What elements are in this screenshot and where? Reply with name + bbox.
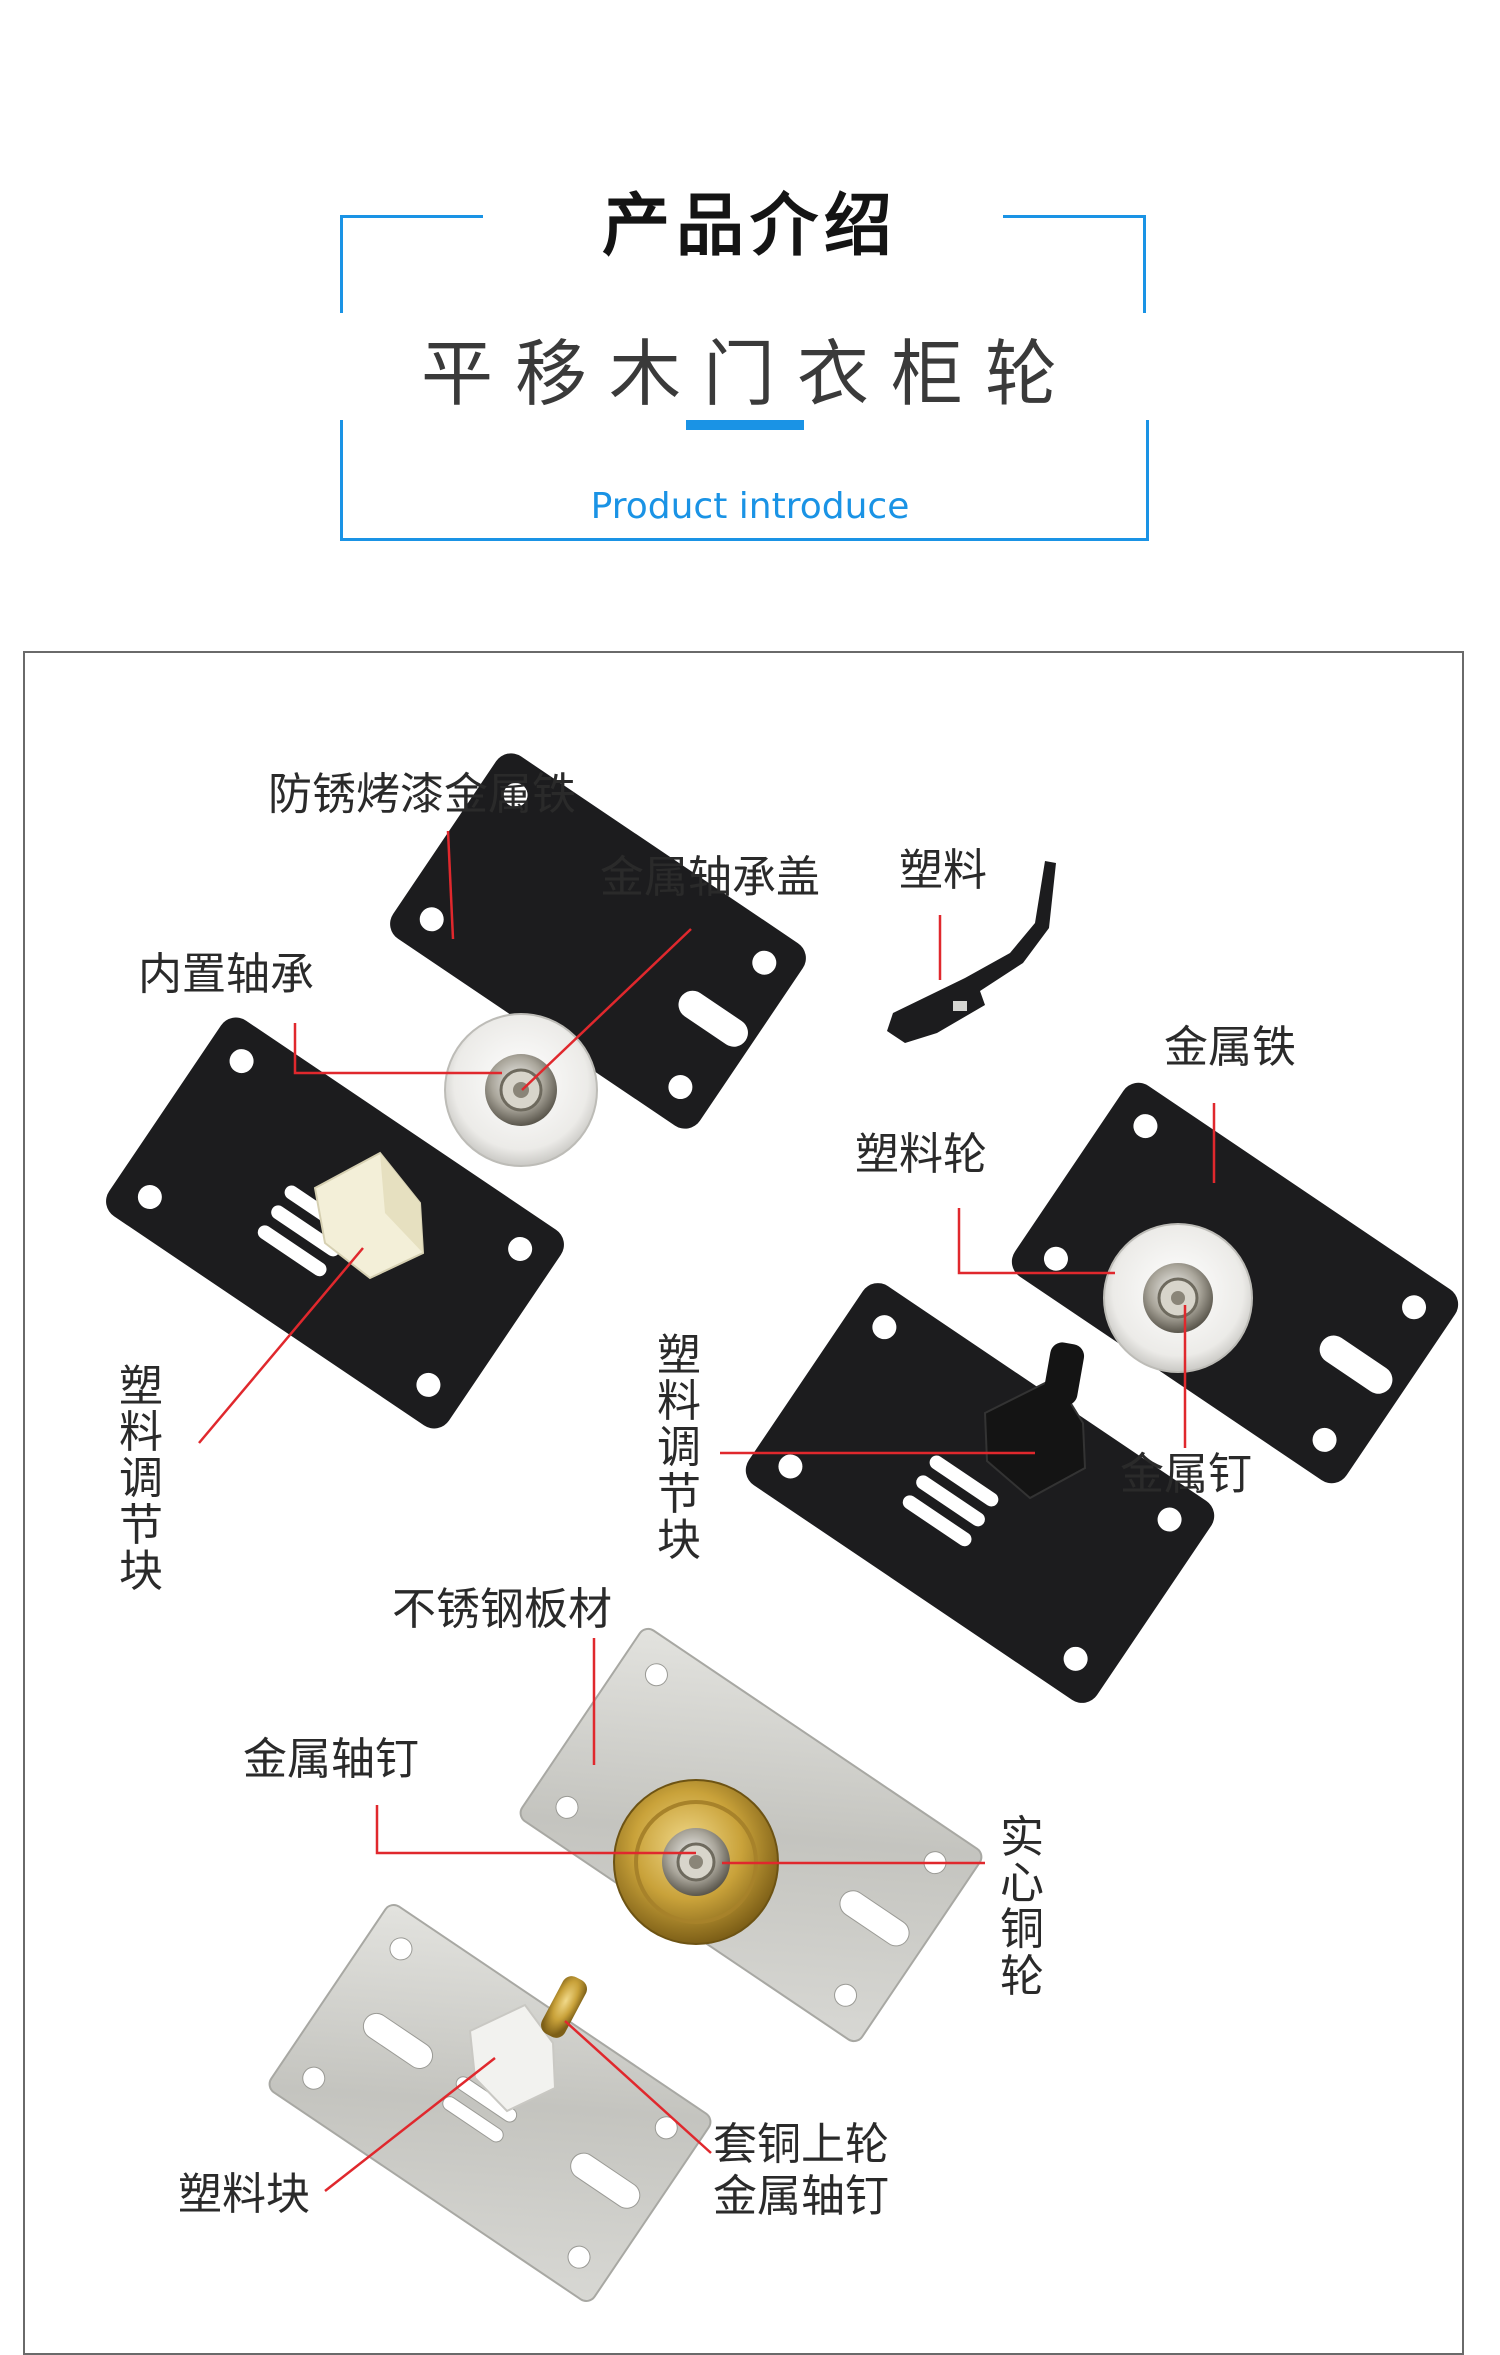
label-plastic-wheel: 塑料轮 xyxy=(855,1129,987,1180)
label-metal-pin: 金属钉 xyxy=(1120,1449,1252,1500)
plastic-wheel-a xyxy=(444,1013,598,1167)
callout-bearing-cover xyxy=(521,928,692,1091)
label-bearing-cover: 金属轴承盖 xyxy=(600,852,820,903)
black-plate-b-lower xyxy=(745,1283,1215,1703)
callout-coating xyxy=(446,830,455,940)
label-upper-wheel-pin-2: 金属轴钉 xyxy=(713,2171,889,2222)
callout-upper-pin xyxy=(564,2020,712,2154)
label-plastic-block: 塑料块 xyxy=(178,2169,310,2220)
product-name: 平移木门衣柜轮 xyxy=(420,332,1079,416)
brass-wheel xyxy=(613,1779,779,1945)
label-steel-plate: 不锈钢板材 xyxy=(392,1584,612,1635)
frame-bottom xyxy=(340,420,1149,541)
label-clip-plastic: 塑料 xyxy=(899,845,987,896)
plastic-clip xyxy=(887,861,1056,1043)
callout-axle-pin xyxy=(375,1805,696,1855)
product-illustration xyxy=(106,753,1459,2303)
black-plate-a-top xyxy=(390,753,806,1129)
label-metal-iron: 金属铁 xyxy=(1164,1022,1296,1073)
cream-adjust-block xyxy=(313,1151,425,1280)
callout-inner-bearing xyxy=(293,1023,502,1075)
plastic-wheel-b xyxy=(1103,1223,1253,1373)
section-title: 产品介绍 xyxy=(601,187,898,266)
label-upper-wheel-pin-1: 套铜上轮 xyxy=(713,2119,889,2170)
frame-top-left xyxy=(340,215,483,313)
label-axle-pin: 金属轴钉 xyxy=(243,1734,419,1785)
white-plastic-block xyxy=(468,1976,587,2113)
label-copper-wheel: 实心铜轮 xyxy=(1000,1812,1044,2002)
callout-adjust-block-a xyxy=(198,1247,364,1444)
label-adjust-block-b: 塑料调节块 xyxy=(657,1330,701,1566)
label-coating: 防锈烤漆金属铁 xyxy=(268,769,576,820)
section-title-en: Product introduce xyxy=(590,486,910,527)
callout-plastic-wheel xyxy=(957,1208,1115,1275)
title-underline xyxy=(686,420,804,430)
callout-lines xyxy=(198,830,1216,2192)
section-header: 产品介绍 平移木门衣柜轮 Product introduce xyxy=(0,0,1500,600)
frame-top-right xyxy=(1003,215,1146,313)
product-diagram-panel: 防锈烤漆金属铁 金属轴承盖 内置轴承 塑料调节块 塑料 金属铁 塑料轮 塑料调节… xyxy=(23,651,1464,2355)
black-adjust-block xyxy=(983,1342,1087,1500)
label-inner-bearing: 内置轴承 xyxy=(138,949,314,1000)
steel-plate-lower xyxy=(268,1903,712,2303)
label-adjust-block-a: 塑料调节块 xyxy=(119,1361,163,1597)
callout-plastic-block xyxy=(324,2057,496,2192)
